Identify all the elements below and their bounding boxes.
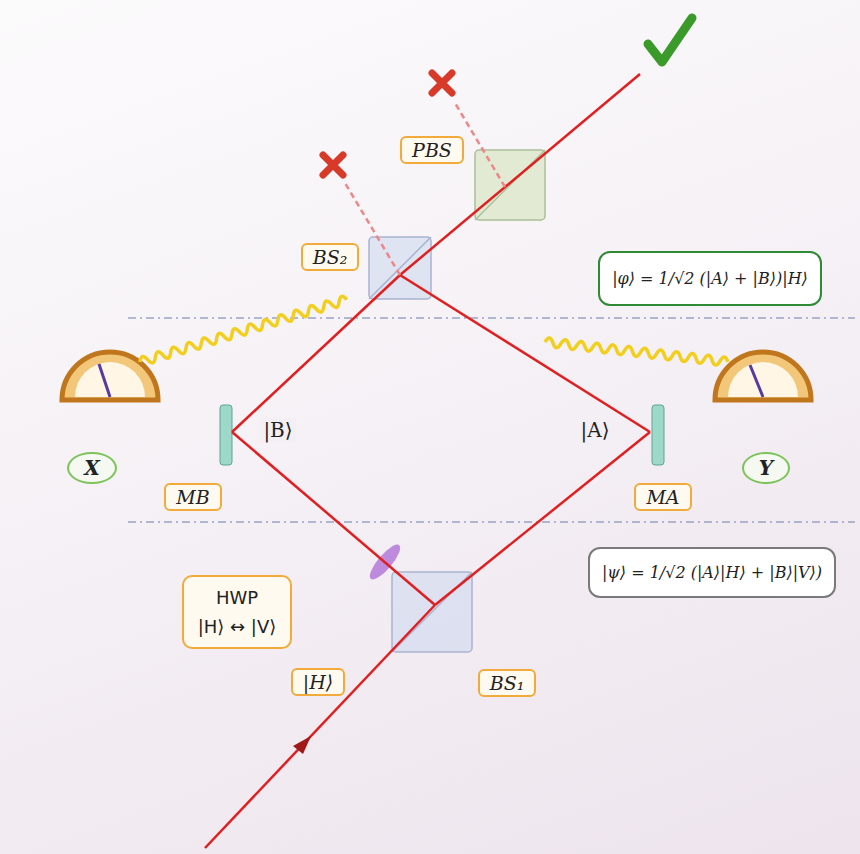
springs: [139, 295, 729, 366]
node-text: BS₁: [490, 672, 525, 694]
gauge-needle: [750, 365, 763, 397]
path-label: |B⟩: [260, 418, 295, 442]
node-text: MB: [176, 486, 209, 508]
component-label: PBS: [400, 136, 464, 164]
waveplate-box: HWP |H⟩ ↔ |V⟩: [182, 575, 293, 649]
gauge-face: [75, 362, 145, 397]
polarizing-beam-splitter: [475, 150, 545, 220]
node-text: |φ⟩ = 1/√2 (|A⟩ + |B⟩)|H⟩: [612, 269, 808, 288]
cross-mark: [323, 155, 343, 175]
check-mark: [648, 18, 692, 62]
node-text: X: [84, 456, 100, 480]
mirror: [652, 405, 664, 465]
node-text: MA: [646, 486, 679, 508]
node-text: Y: [759, 456, 773, 480]
node-text: |ψ⟩ = 1/√2 (|A⟩|H⟩ + |B⟩|V⟩): [602, 563, 822, 582]
mirror: [220, 405, 232, 465]
component-label: MB: [164, 483, 221, 511]
cross-mark: [323, 155, 343, 175]
gauge-x: [62, 352, 158, 400]
spring: [545, 338, 729, 367]
node-text: |H⟩: [303, 671, 333, 693]
beam-arrow: [293, 736, 311, 754]
divider-lines: [128, 318, 855, 522]
spring: [139, 295, 348, 366]
beam: [400, 74, 640, 275]
cross-mark: [432, 73, 452, 93]
cube-diagonal: [475, 150, 545, 220]
state-box: |φ⟩ = 1/√2 (|A⟩ + |B⟩)|H⟩: [598, 251, 822, 306]
divider-line: [128, 317, 855, 318]
component-label: BS₁: [478, 669, 537, 697]
input-state-box: |H⟩: [291, 668, 345, 696]
laser-beams: [205, 74, 650, 848]
node-text: HWP: [198, 587, 277, 608]
path-label: |A⟩: [578, 418, 613, 442]
gauge-face: [728, 362, 798, 397]
divider-line: [128, 521, 855, 522]
state-box: |ψ⟩ = 1/√2 (|A⟩|H⟩ + |B⟩|V⟩): [588, 547, 836, 598]
component-label: BS₂: [301, 243, 360, 271]
gauges: [62, 352, 811, 400]
node-text: BS₂: [313, 246, 348, 268]
component-label: MA: [634, 483, 691, 511]
gauge-needle: [99, 364, 110, 397]
node-text: PBS: [412, 139, 452, 161]
node-text: |H⟩ ↔ |V⟩: [198, 616, 277, 637]
meter-label: Y: [742, 452, 790, 484]
beam: [232, 275, 400, 432]
gauge-y: [715, 352, 811, 400]
cross-marks: [323, 73, 452, 175]
cross-mark: [432, 73, 452, 93]
meter-label: X: [67, 452, 117, 484]
